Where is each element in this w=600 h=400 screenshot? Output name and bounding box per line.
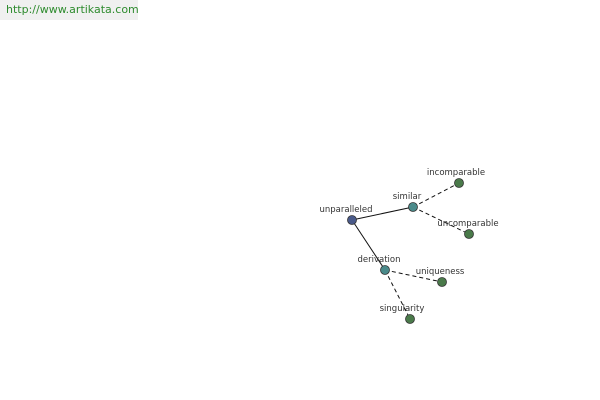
node-uncomparable[interactable] bbox=[464, 229, 474, 239]
node-uniqueness[interactable] bbox=[437, 277, 447, 287]
edge-unparalleled-similar bbox=[351, 206, 414, 221]
url-banner: http://www.artikata.com bbox=[0, 0, 139, 20]
edge-similar-uncomparable bbox=[412, 206, 470, 235]
node-singularity[interactable] bbox=[405, 314, 415, 324]
node-label-similar[interactable]: similar bbox=[393, 192, 422, 202]
node-unparalleled[interactable] bbox=[347, 215, 357, 225]
graph-labels: unparalleled similar derivation incomparabl… bbox=[319, 168, 498, 314]
node-label-uncomparable[interactable]: uncomparable bbox=[437, 219, 498, 229]
graph-edges bbox=[351, 182, 470, 320]
node-label-incomparable[interactable]: incomparable bbox=[427, 168, 485, 178]
node-label-uniqueness[interactable]: uniqueness bbox=[416, 267, 465, 277]
node-similar[interactable] bbox=[408, 202, 418, 212]
edge-derivation-uniqueness bbox=[384, 269, 443, 283]
edge-similar-incomparable bbox=[412, 182, 460, 208]
edge-unparalleled-derivation bbox=[351, 219, 386, 271]
graph-nodes bbox=[347, 178, 474, 324]
url-link[interactable]: http://www.artikata.com bbox=[6, 3, 139, 16]
node-label-unparalleled[interactable]: unparalleled bbox=[319, 205, 372, 215]
node-derivation[interactable] bbox=[380, 265, 390, 275]
node-label-derivation[interactable]: derivation bbox=[357, 255, 400, 265]
node-incomparable[interactable] bbox=[454, 178, 464, 188]
edge-derivation-singularity bbox=[384, 269, 411, 320]
node-label-singularity[interactable]: singularity bbox=[380, 304, 425, 314]
